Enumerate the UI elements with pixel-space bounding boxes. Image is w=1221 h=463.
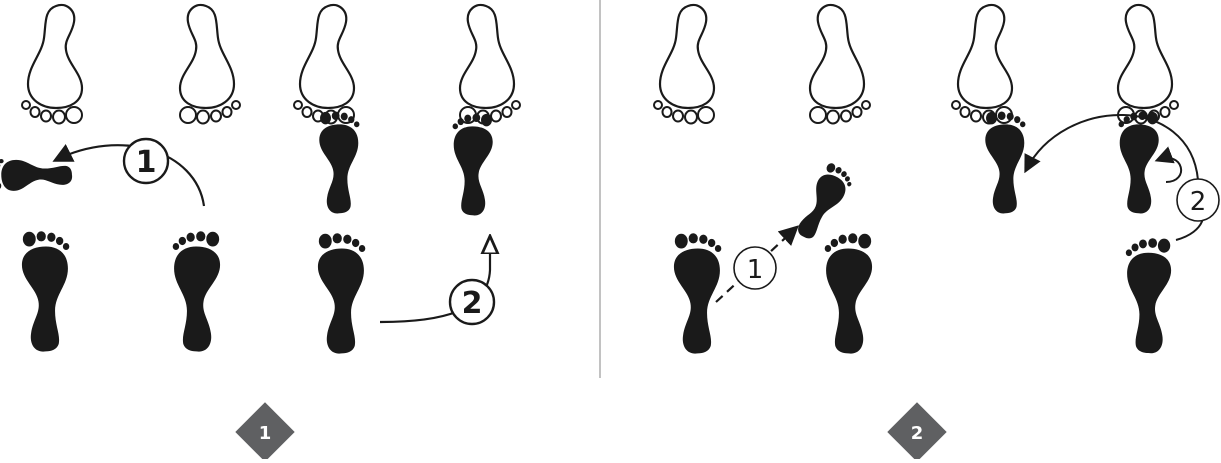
step-callout: 2 bbox=[1177, 179, 1219, 221]
step-badge-label: 2 bbox=[911, 423, 924, 444]
movement-arrow bbox=[1026, 115, 1198, 180]
dancer-foot bbox=[1126, 238, 1171, 353]
dancer-foot-moved bbox=[985, 111, 1025, 213]
panel-1: 1 2 1 bbox=[0, 5, 520, 459]
dancer-foot bbox=[318, 233, 365, 353]
partner-foot-outline bbox=[1118, 5, 1178, 124]
step-callout: 1 bbox=[124, 139, 168, 183]
step-badge: 1 bbox=[235, 402, 294, 459]
partner-foot-outline bbox=[180, 5, 240, 124]
dancer-foot bbox=[825, 233, 872, 353]
dancer-foot-moved bbox=[790, 161, 856, 244]
dancer-foot-moved bbox=[0, 159, 72, 191]
movement-arrow bbox=[1158, 158, 1181, 182]
partner-foot-outline bbox=[22, 5, 82, 124]
step-callout-label: 1 bbox=[136, 145, 157, 180]
dancer-foot-moved bbox=[1119, 111, 1159, 213]
dancer-foot bbox=[674, 233, 721, 353]
step-badge: 2 bbox=[887, 402, 946, 459]
step-callout: 2 bbox=[450, 280, 494, 324]
step-badge-label: 1 bbox=[259, 423, 272, 444]
dancer-foot-moved bbox=[453, 113, 493, 215]
partner-foot-outline bbox=[952, 5, 1012, 124]
step-callout-label: 2 bbox=[1190, 187, 1207, 217]
partner-foot-outline bbox=[294, 5, 354, 124]
dancer-foot bbox=[173, 231, 220, 351]
step-callout: 1 bbox=[734, 247, 776, 289]
dancer-foot-moved bbox=[319, 111, 359, 213]
dancer-foot bbox=[22, 231, 69, 351]
step-callout-label: 1 bbox=[747, 255, 764, 285]
partner-foot-outline bbox=[460, 5, 520, 124]
partner-foot-outline bbox=[810, 5, 870, 124]
partner-foot-outline bbox=[654, 5, 714, 124]
step-callout-label: 2 bbox=[462, 286, 483, 321]
panel-2: 1 2 2 bbox=[654, 5, 1219, 459]
